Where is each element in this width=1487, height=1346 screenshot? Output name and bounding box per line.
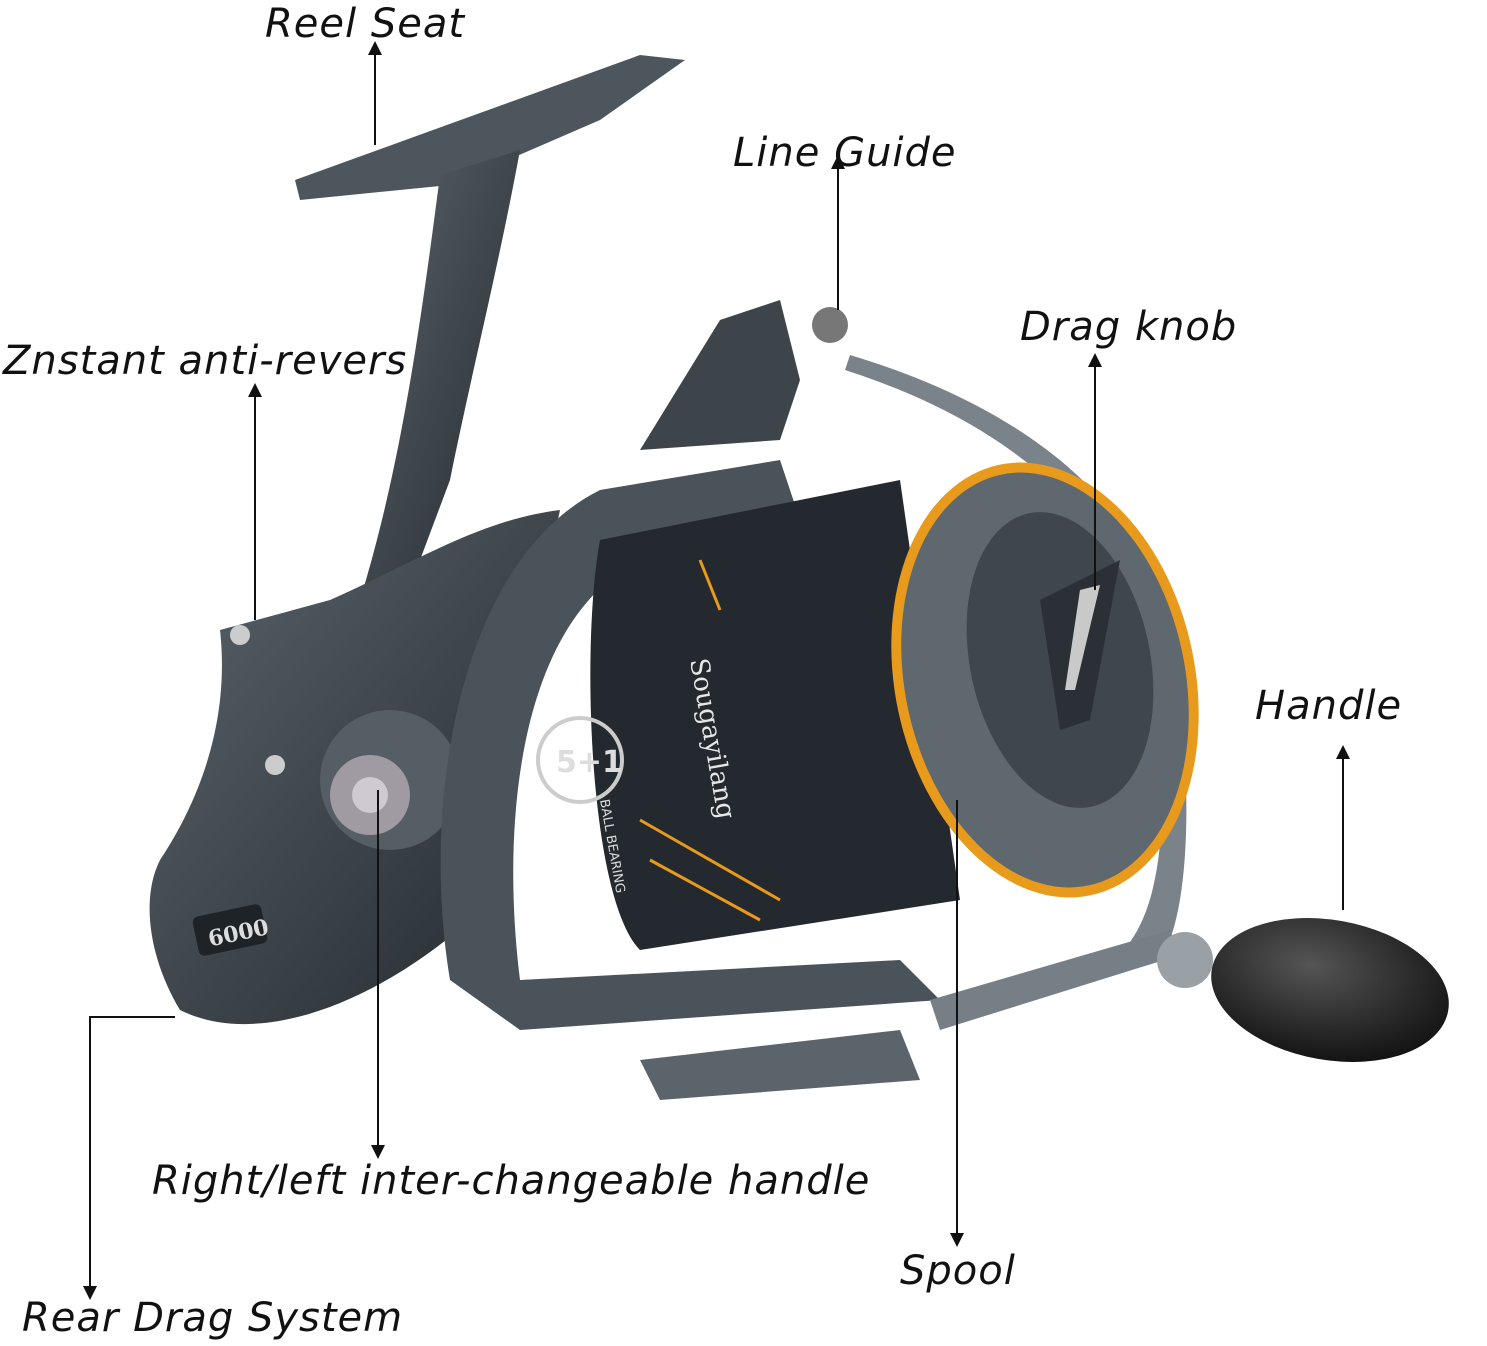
label-reel-seat: Reel Seat bbox=[265, 1, 466, 47]
label-drag-knob: Drag knob bbox=[1020, 304, 1238, 350]
label-handle: Handle bbox=[1255, 683, 1403, 729]
label-interchangeable-handle: Right/left inter-changeable handle bbox=[152, 1158, 871, 1204]
handle bbox=[640, 917, 1449, 1100]
label-rear-drag: Rear Drag System bbox=[22, 1295, 404, 1341]
label-spool: Spool bbox=[900, 1248, 1016, 1294]
label-line-guide: Line Guide bbox=[733, 130, 957, 176]
reel-seat bbox=[295, 55, 685, 600]
arrow-rear-drag bbox=[83, 1016, 175, 1300]
spool: 5+1 BALL BEARING Sougayilang bbox=[536, 462, 1199, 950]
bearing-count: 5+1 bbox=[556, 745, 623, 780]
label-anti-reverse: Znstant anti-revers bbox=[3, 338, 408, 384]
